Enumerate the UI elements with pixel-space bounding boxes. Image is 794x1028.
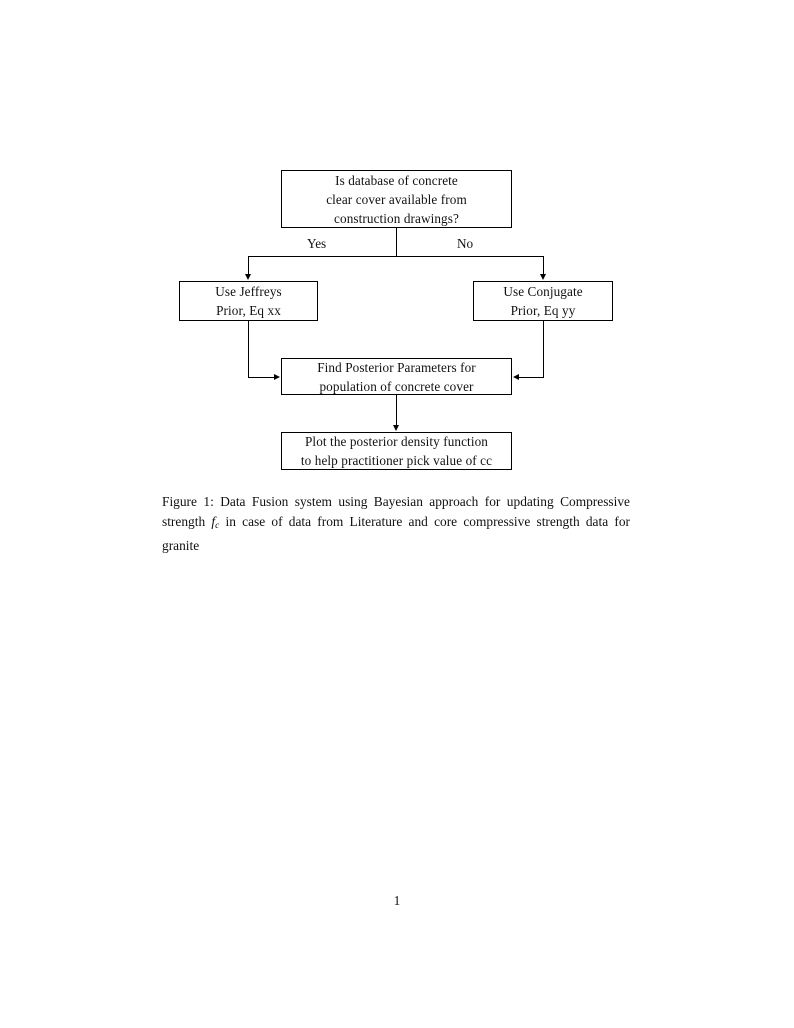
connector-jeffreys-down (248, 321, 249, 377)
connector-posterior-to-plot (396, 395, 397, 426)
node-jeffreys-line-1: Use Jeffreys (215, 284, 282, 299)
arrow-down-icon-no (539, 274, 546, 280)
page-number: 1 (393, 893, 401, 908)
connector-conjugate-down (543, 321, 544, 377)
caption-text-part-2: in case of data from Literature and core… (162, 513, 630, 554)
arrow-down-icon-yes (244, 274, 251, 280)
node-jeffreys-line-2: Prior, Eq xx (216, 303, 281, 318)
flow-node-conjugate-prior[interactable]: Use Conjugate Prior, Eq yy (473, 281, 613, 321)
figure-caption: Figure 1: Data Fusion system using Bayes… (162, 492, 630, 556)
flow-node-plot-density[interactable]: Plot the posterior density function to h… (281, 432, 512, 470)
node-plot-line-2: to help practitioner pick value of cc (300, 453, 493, 468)
arrow-right-icon-jeffreys (274, 373, 280, 380)
edge-label-no: No (457, 236, 474, 251)
connector-jeffreys-right (248, 377, 274, 378)
node-conjugate-line-1: Use Conjugate (503, 284, 583, 299)
node-question-line-2: clear cover available from (326, 191, 467, 207)
node-question-line-1: Is database of concrete (335, 172, 458, 188)
arrow-down-icon-plot (392, 425, 399, 431)
caption-math-subscript: c (215, 520, 220, 531)
flowchart-figure: Is database of concrete clear cover avai… (0, 0, 794, 490)
node-posterior-line-1: Find Posterior Parameters for (317, 359, 476, 375)
edge-label-yes: Yes (307, 236, 327, 251)
caption-text-part-1: Data Fusion system using Bayesian approa… (162, 494, 630, 529)
connector-split-bar (248, 256, 544, 257)
flow-node-find-posterior[interactable]: Find Posterior Parameters for population… (281, 358, 512, 395)
node-plot-line-1: Plot the posterior density function (305, 434, 488, 449)
flow-node-jeffreys-prior[interactable]: Use Jeffreys Prior, Eq xx (179, 281, 318, 321)
connector-yes-drop (248, 256, 249, 275)
flow-node-question[interactable]: Is database of concrete clear cover avai… (281, 170, 512, 228)
node-posterior-line-2: population of concrete cover (319, 378, 474, 394)
caption-label: Figure 1: (162, 494, 214, 509)
connector-no-drop (543, 256, 544, 275)
connector-question-stem (396, 228, 397, 257)
node-question-line-3: construction drawings? (334, 210, 459, 226)
arrow-left-icon-conjugate (513, 373, 519, 380)
node-conjugate-line-2: Prior, Eq yy (510, 303, 576, 318)
connector-conjugate-left (519, 377, 544, 378)
caption-math-symbol: f (211, 513, 216, 529)
